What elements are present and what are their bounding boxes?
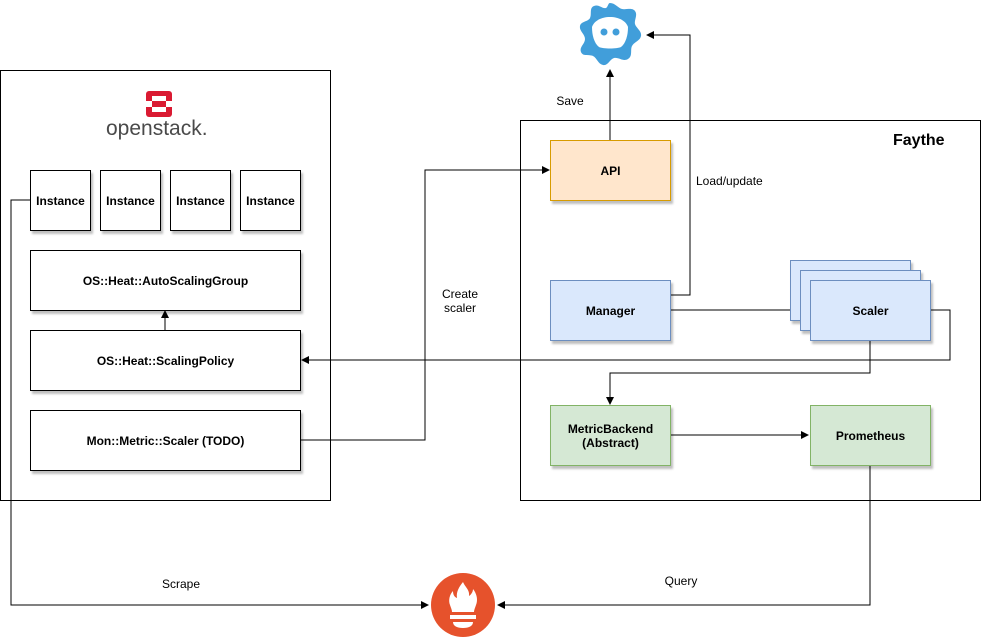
metric-backend-label: MetricBackend (Abstract) (567, 421, 654, 450)
instance-box: Instance (170, 170, 231, 231)
api-box: API (550, 140, 671, 201)
openstack-logo-text: openstack. (106, 117, 208, 140)
edge-load-update (646, 31, 691, 299)
prometheus-box: Prometheus (810, 405, 931, 466)
prometheus-icon (430, 572, 496, 638)
scaling-policy-box: OS::Heat::ScalingPolicy (30, 330, 301, 391)
instance-box: Instance (30, 170, 91, 231)
edge-scrape (10, 199, 429, 609)
edge-create-scaler (300, 166, 550, 441)
edge-label-query: Query (664, 574, 698, 588)
openstack-container (0, 70, 331, 501)
edge-query (497, 465, 871, 609)
edge-label-scrape: Scrape (161, 577, 201, 591)
instance-box: Instance (100, 170, 161, 231)
edge-scaler-to-policy (301, 309, 951, 364)
create-scaler-text: Create scaler (441, 287, 479, 315)
instance-box: Instance (240, 170, 301, 231)
etcd-icon (575, 1, 645, 69)
edge-label-save: Save (556, 94, 584, 108)
faythe-title: Faythe (893, 132, 945, 149)
openstack-logo-icon (145, 90, 173, 118)
scaler-box: Scaler (810, 280, 931, 341)
manager-box: Manager (550, 280, 671, 341)
edge-scaler-to-backend (606, 340, 871, 405)
autoscaling-group-box: OS::Heat::AutoScalingGroup (30, 250, 301, 311)
metric-backend-box: MetricBackend (Abstract) (550, 405, 671, 466)
faythe-container (520, 120, 981, 501)
edge-label-create-scaler: Create scaler (435, 287, 485, 315)
edge-label-load-update: Load/update (696, 174, 763, 188)
metric-scaler-box: Mon::Metric::Scaler (TODO) (30, 410, 301, 471)
